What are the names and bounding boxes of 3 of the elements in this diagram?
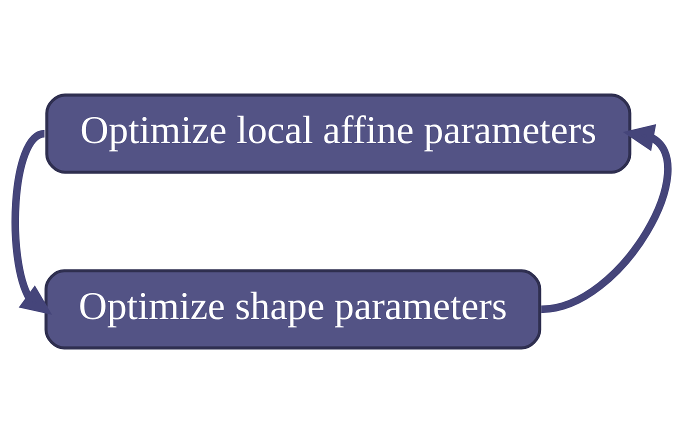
node-box: Optimize shape parameters [44, 269, 542, 350]
node-box: Optimize local affine parameters [45, 94, 632, 174]
arrow [540, 124, 672, 314]
